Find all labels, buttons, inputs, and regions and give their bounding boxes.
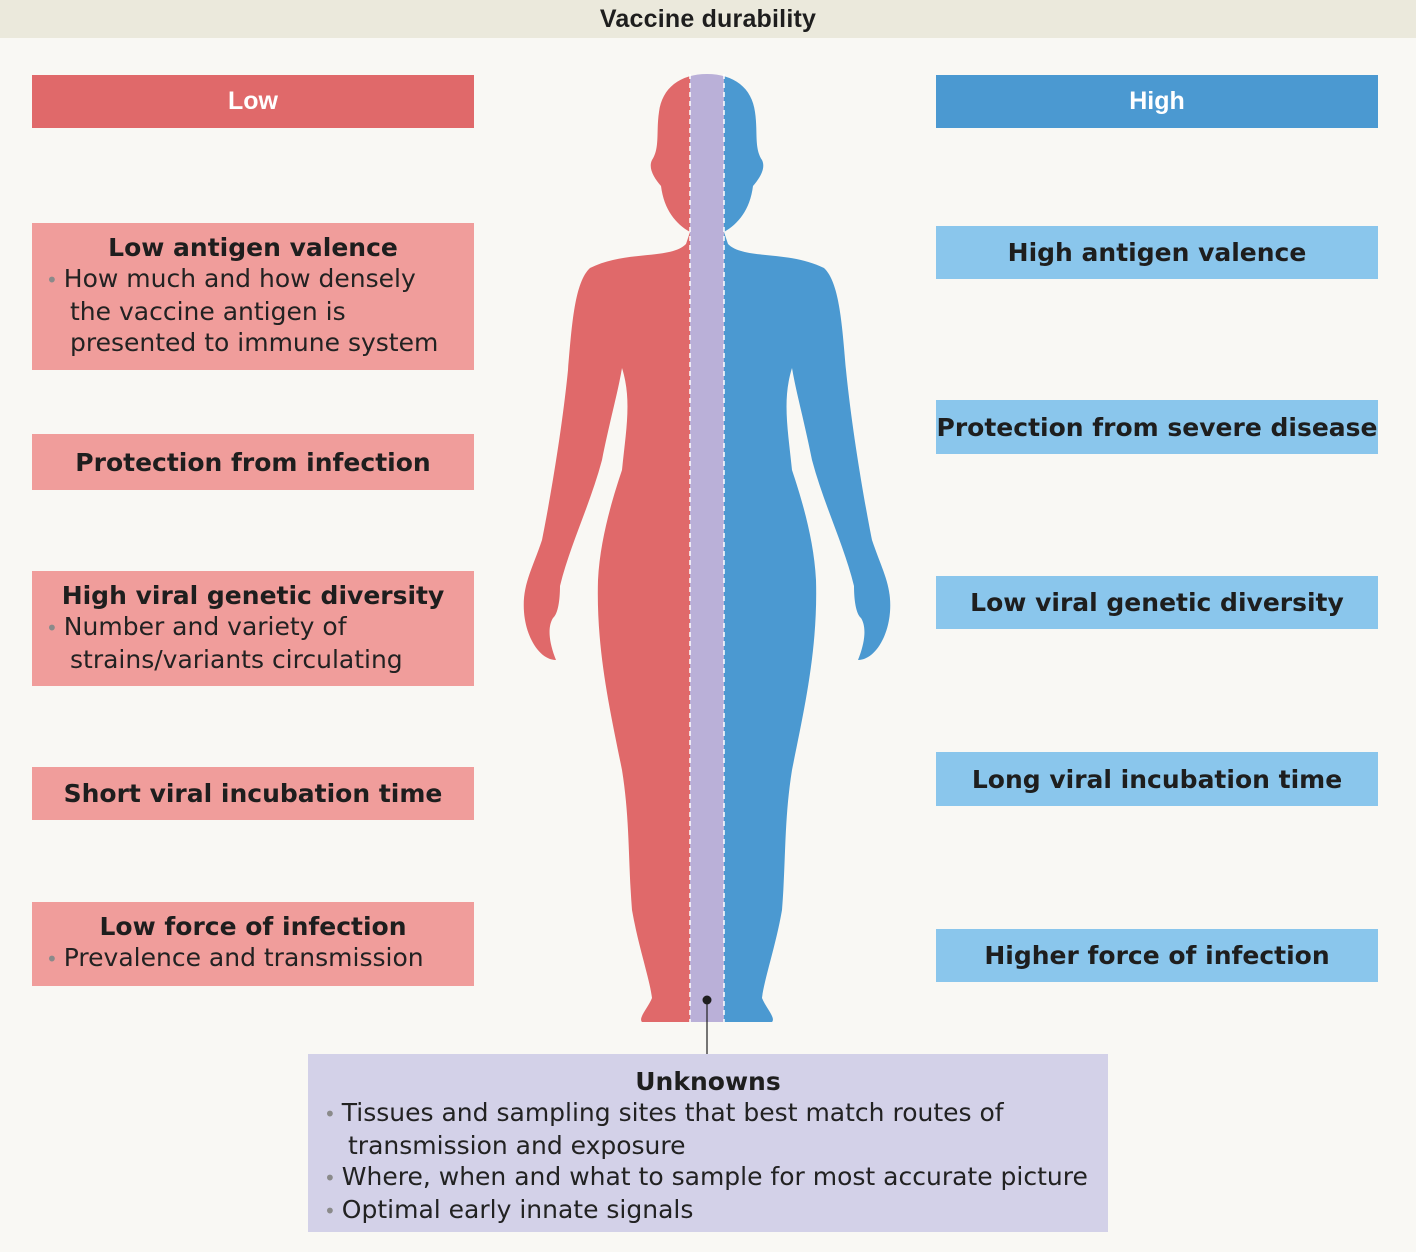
low-diversity-line-2: strains/variants circulating	[70, 645, 403, 674]
high-protection-title: Protection from severe disease	[936, 412, 1378, 442]
low-protection-box: Protection from infection	[32, 434, 474, 490]
low-force-title: Low force of infection	[99, 912, 407, 941]
low-column-header: Low	[32, 75, 474, 128]
low-antigen-line-1: How much and how densely	[63, 264, 416, 293]
low-force-line-1: Prevalence and transmission	[63, 943, 424, 972]
high-force-title: Higher force of infection	[984, 941, 1330, 970]
high-protection-box: Protection from severe disease	[936, 400, 1378, 454]
bullet-dot-icon: •	[324, 1166, 336, 1190]
high-incubation-box: Long viral incubation time	[936, 752, 1378, 806]
body-middle-band	[690, 74, 724, 1022]
bullet-dot-icon: •	[46, 947, 58, 971]
high-diversity-box: Low viral genetic diversity	[936, 576, 1378, 629]
low-antigen-title: Low antigen valence	[108, 233, 398, 262]
low-antigen-box: Low antigen valence •How much and how de…	[32, 223, 474, 370]
unknowns-item-2: Where, when and what to sample for most …	[341, 1162, 1088, 1191]
body-right-half	[724, 74, 891, 1022]
title-bar: Vaccine durability	[0, 0, 1416, 38]
high-diversity-title: Low viral genetic diversity	[970, 588, 1344, 617]
low-force-box: Low force of infection •Prevalence and t…	[32, 902, 474, 986]
low-incubation-box: Short viral incubation time	[32, 767, 474, 820]
unknowns-item-1-line-2: transmission and exposure	[348, 1131, 686, 1160]
low-incubation-title: Short viral incubation time	[63, 779, 443, 808]
diagram-title: Vaccine durability	[599, 4, 817, 33]
bullet-dot-icon: •	[324, 1199, 336, 1223]
high-incubation-title: Long viral incubation time	[971, 764, 1343, 794]
unknowns-item-1-line-1: Tissues and sampling sites that best mat…	[341, 1098, 1004, 1127]
body-halves	[523, 74, 891, 1022]
unknowns-title: Unknowns	[635, 1067, 781, 1096]
high-force-box: Higher force of infection	[936, 929, 1378, 982]
body-left-half	[523, 74, 690, 1022]
low-column-label: Low	[228, 87, 278, 115]
unknowns-item-3: Optimal early innate signals	[341, 1195, 694, 1224]
low-protection-title: Protection from infection	[75, 447, 431, 477]
bullet-dot-icon: •	[46, 616, 58, 640]
unknowns-box: Unknowns •Tissues and sampling sites tha…	[308, 1054, 1108, 1232]
high-antigen-title: High antigen valence	[1007, 238, 1307, 267]
low-antigen-line-3: presented to immune system	[70, 328, 439, 357]
low-diversity-box: High viral genetic diversity •Number and…	[32, 571, 474, 686]
high-antigen-box: High antigen valence	[936, 226, 1378, 279]
high-column-header: High	[936, 75, 1378, 128]
bullet-dot-icon: •	[324, 1102, 336, 1126]
bullet-dot-icon: •	[46, 268, 58, 292]
high-column-label: High	[1129, 87, 1185, 115]
low-diversity-line-1: Number and variety of	[63, 612, 347, 641]
connector-dot-icon	[702, 995, 712, 1005]
low-diversity-title: High viral genetic diversity	[61, 581, 445, 610]
low-antigen-line-2: the vaccine antigen is	[70, 297, 346, 326]
